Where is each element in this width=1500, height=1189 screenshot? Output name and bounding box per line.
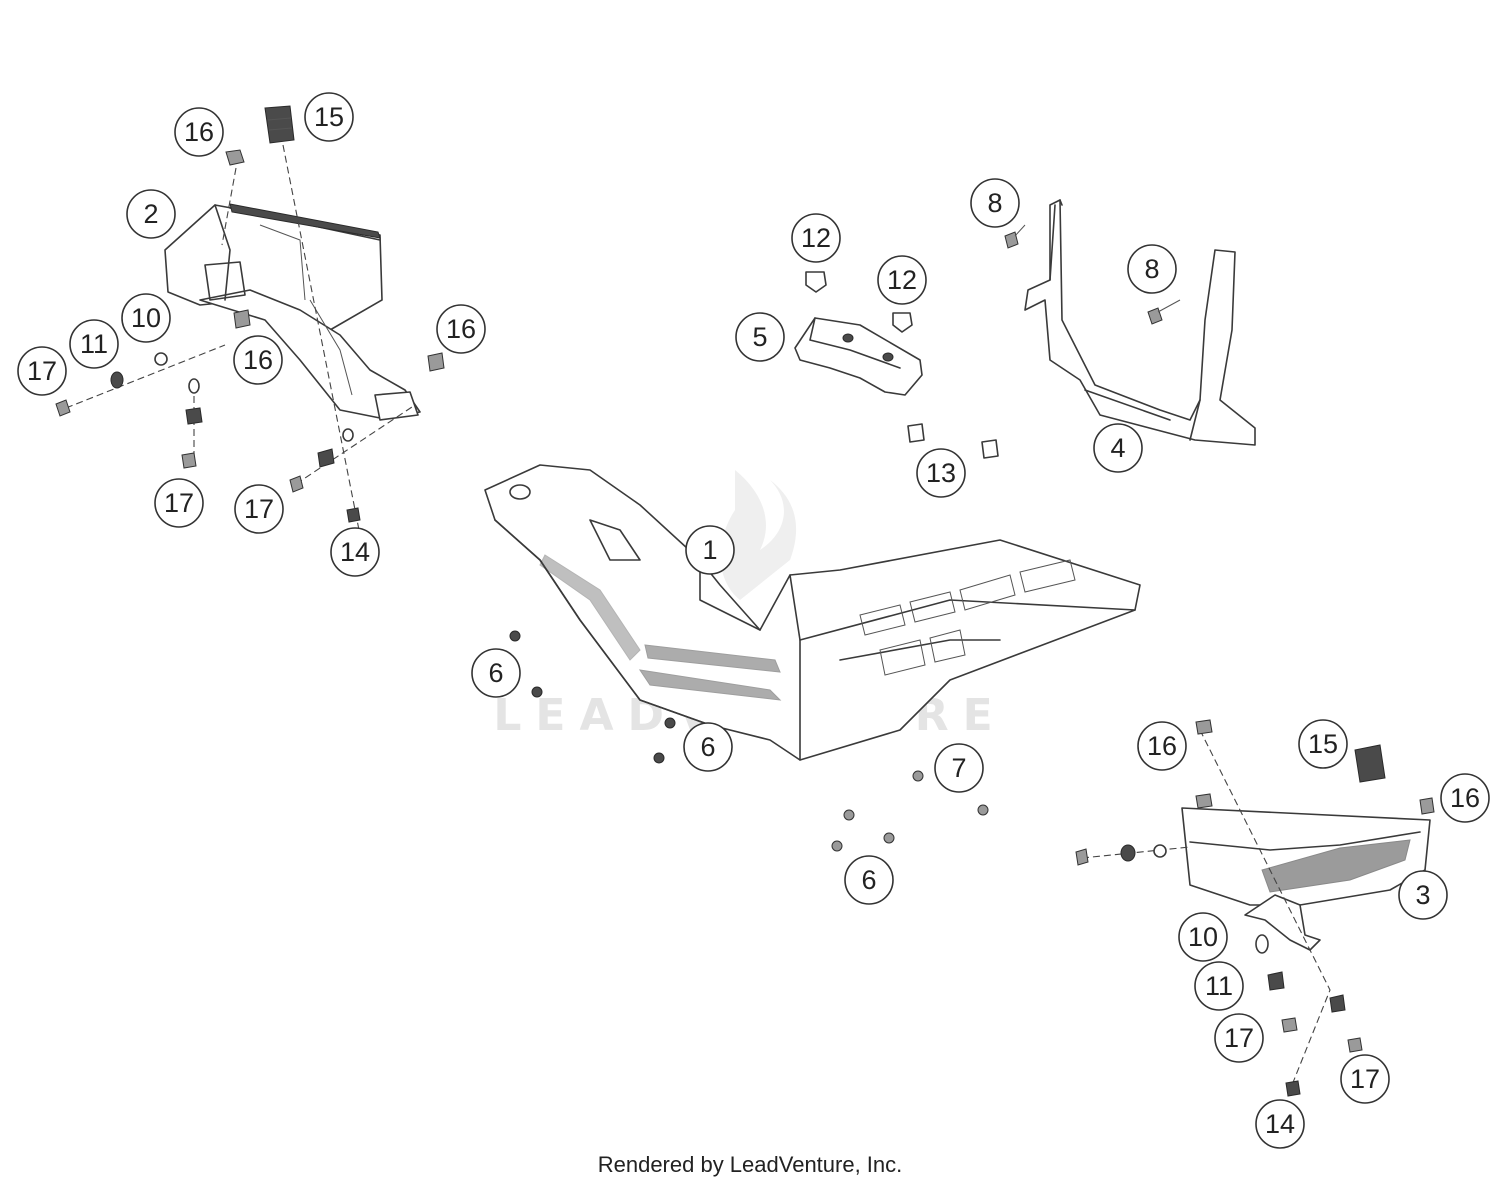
part-2-left-guard bbox=[164, 203, 421, 421]
callout-17-a: 17 bbox=[17, 346, 67, 396]
svg-text:5: 5 bbox=[752, 322, 767, 352]
svg-text:8: 8 bbox=[1144, 254, 1159, 284]
svg-text:4: 4 bbox=[1110, 433, 1125, 463]
callout-5: 5 bbox=[735, 312, 785, 362]
callout-16-b: 16 bbox=[233, 335, 283, 385]
svg-text:11: 11 bbox=[80, 329, 108, 359]
callout-labels: 16 15 2 10 11 17 16 16 17 17 14 12 12 8 … bbox=[17, 92, 1490, 1149]
callout-11-a: 11 bbox=[69, 319, 119, 369]
svg-text:7: 7 bbox=[951, 753, 966, 783]
svg-text:8: 8 bbox=[987, 188, 1002, 218]
svg-text:3: 3 bbox=[1415, 880, 1430, 910]
callout-3: 3 bbox=[1398, 870, 1448, 920]
callout-16-c: 16 bbox=[436, 304, 486, 354]
svg-text:12: 12 bbox=[887, 265, 917, 295]
part-12-grommet-a bbox=[805, 271, 827, 293]
callout-13: 13 bbox=[916, 448, 966, 498]
part-15-bumper-left bbox=[264, 105, 295, 144]
part-6-7-nuts bbox=[509, 630, 989, 852]
svg-text:16: 16 bbox=[1147, 731, 1177, 761]
callout-12-a: 12 bbox=[791, 213, 841, 263]
callout-16-e: 16 bbox=[1440, 773, 1490, 823]
callout-16-a: 16 bbox=[174, 107, 224, 157]
callout-4: 4 bbox=[1093, 423, 1143, 473]
callout-1: 1 bbox=[685, 525, 735, 575]
callout-6-a: 6 bbox=[471, 648, 521, 698]
part-8-bolt-a bbox=[1004, 231, 1019, 249]
svg-text:11: 11 bbox=[1205, 971, 1233, 1001]
part-16-clip-mid bbox=[233, 309, 251, 329]
part-1-skid-plate bbox=[484, 464, 1141, 761]
part-5-mount-plate bbox=[794, 271, 999, 459]
callout-12-b: 12 bbox=[877, 255, 927, 305]
svg-text:6: 6 bbox=[700, 732, 715, 762]
callout-15-b: 15 bbox=[1298, 719, 1348, 769]
part-13-rubber-b bbox=[981, 439, 999, 459]
callout-15-a: 15 bbox=[304, 92, 354, 142]
callout-16-d: 16 bbox=[1137, 721, 1187, 771]
svg-text:13: 13 bbox=[926, 458, 956, 488]
svg-text:2: 2 bbox=[143, 199, 158, 229]
svg-text:17: 17 bbox=[27, 356, 57, 386]
svg-text:16: 16 bbox=[243, 345, 273, 375]
callout-6-c: 6 bbox=[844, 855, 894, 905]
part-16-clip-top bbox=[225, 149, 245, 166]
callout-17-c: 17 bbox=[234, 484, 284, 534]
svg-text:16: 16 bbox=[446, 314, 476, 344]
callout-2: 2 bbox=[126, 189, 176, 239]
callout-6-b: 6 bbox=[683, 722, 733, 772]
svg-text:17: 17 bbox=[164, 488, 194, 518]
part-15-bumper-right bbox=[1354, 744, 1386, 783]
svg-text:17: 17 bbox=[1350, 1064, 1380, 1094]
part-16-clip-right bbox=[427, 352, 445, 372]
callout-7: 7 bbox=[934, 743, 984, 793]
svg-text:14: 14 bbox=[340, 537, 370, 567]
callout-11-b: 11 bbox=[1194, 961, 1244, 1011]
callout-17-e: 17 bbox=[1340, 1054, 1390, 1104]
footer-credit: Rendered by LeadVenture, Inc. bbox=[597, 1152, 903, 1177]
callout-8-a: 8 bbox=[970, 178, 1020, 228]
callout-17-b: 17 bbox=[154, 478, 204, 528]
svg-text:10: 10 bbox=[131, 303, 161, 333]
svg-text:17: 17 bbox=[244, 494, 274, 524]
svg-text:10: 10 bbox=[1188, 922, 1218, 952]
svg-text:1: 1 bbox=[702, 535, 717, 565]
part-3-right-guard bbox=[1075, 719, 1435, 1097]
svg-text:17: 17 bbox=[1224, 1023, 1254, 1053]
part-12-grommet-b bbox=[892, 312, 913, 333]
part-2-hardware bbox=[55, 105, 445, 536]
part-13-rubber-a bbox=[907, 423, 925, 443]
svg-text:15: 15 bbox=[314, 102, 344, 132]
svg-text:6: 6 bbox=[488, 658, 503, 688]
svg-text:12: 12 bbox=[801, 223, 831, 253]
callout-8-b: 8 bbox=[1127, 244, 1177, 294]
svg-text:14: 14 bbox=[1265, 1109, 1295, 1139]
callout-10-b: 10 bbox=[1178, 912, 1228, 962]
callout-14-b: 14 bbox=[1255, 1099, 1305, 1149]
callout-17-d: 17 bbox=[1214, 1013, 1264, 1063]
callout-10-a: 10 bbox=[121, 293, 171, 343]
svg-text:6: 6 bbox=[861, 865, 876, 895]
svg-text:15: 15 bbox=[1308, 729, 1338, 759]
callout-14-a: 14 bbox=[330, 527, 380, 577]
svg-text:16: 16 bbox=[184, 117, 214, 147]
part-4-frame-bracket bbox=[1004, 199, 1256, 446]
svg-text:16: 16 bbox=[1450, 783, 1480, 813]
